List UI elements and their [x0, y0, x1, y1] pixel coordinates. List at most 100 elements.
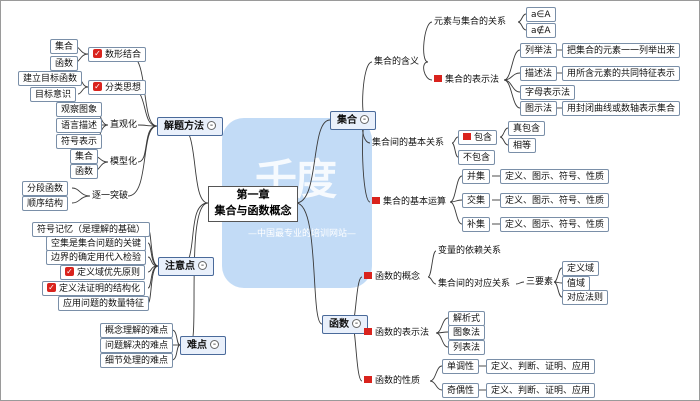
diagram-desc-node: 用封闭曲线或数轴表示集合: [562, 101, 681, 116]
shape-func-node: 函数: [50, 56, 79, 71]
lang-node: 语言描述: [56, 118, 103, 133]
attention-node: 注意点–: [158, 257, 214, 276]
checkmark-icon: ✓: [65, 267, 74, 276]
piecewise-node: 分段函数: [22, 181, 69, 196]
diagram-repr-node: 图示法: [520, 101, 558, 116]
flag-icon: [364, 272, 372, 279]
order-node: 顺序结构: [22, 196, 69, 211]
enum-desc-node: 把集合的元素一一列举出来: [562, 43, 681, 58]
props-label: 函数的性质: [375, 376, 421, 386]
central-topic: 第一章 集合与函数概念: [208, 186, 298, 222]
attention-item-4: ✓定义域优先原则: [60, 265, 146, 280]
parity-node: 奇偶性: [442, 383, 480, 398]
complement-desc-node: 定义、图示、符号、性质: [500, 217, 610, 232]
contain-node: 包含: [458, 130, 498, 145]
central-line-chapter: 第一章: [236, 188, 270, 201]
method-label: 解题方法: [164, 121, 204, 132]
collapse-toggle-icon[interactable]: –: [210, 339, 219, 349]
classify-node: ✓分类思想: [88, 80, 147, 95]
observe-node: 观察图象: [56, 102, 103, 117]
symbol-node: 符号表示: [56, 134, 103, 149]
difficulty-item-3: 细节处理的难点: [100, 353, 174, 368]
model-node: 模型化: [110, 157, 138, 167]
model-func-node: 函数: [70, 164, 99, 179]
difficulty-item-1: 概念理解的难点: [100, 323, 174, 338]
attention-label: 注意点: [165, 261, 195, 272]
basic-relation-node: 集合间的基本关系: [372, 138, 445, 148]
letter-node: 字母表示法: [520, 85, 576, 100]
props-node: 函数的性质: [362, 374, 422, 389]
flag-icon: [463, 133, 471, 140]
describe-desc-node: 用所含元素的共同特征表示: [562, 66, 681, 81]
attention-item-2: 空集是集合问题的关键: [46, 236, 147, 251]
union-node: 并集: [462, 169, 491, 184]
enum-node: 列举法: [520, 43, 558, 58]
equal-node: 相等: [508, 138, 537, 153]
attention-item-3: 边界的确定用代入检验: [46, 250, 147, 265]
concept-label: 函数的概念: [375, 272, 421, 282]
domain-node: 定义域: [562, 261, 600, 276]
collapse-toggle-icon[interactable]: –: [198, 260, 207, 270]
describe-node: 描述法: [520, 66, 558, 81]
proper-node: 真包含: [508, 121, 546, 136]
parity-desc-node: 定义、判断、证明、应用: [486, 383, 596, 398]
correspondence-node: 集合间的对应关系: [438, 279, 511, 289]
sets-label: 集合: [337, 115, 357, 126]
operation-label: 集合的基本运算: [383, 197, 447, 207]
sets-node: 集合–: [330, 111, 376, 130]
three-elements-node: 三要素: [526, 277, 554, 287]
collapse-toggle-icon[interactable]: –: [352, 318, 361, 328]
attention-item-5: ✓定义法证明的结构化: [42, 281, 146, 296]
union-desc-node: 定义、图示、符号、性质: [500, 169, 610, 184]
dependency-node: 变量的依赖关系: [438, 246, 502, 256]
difficulty-label: 难点: [187, 340, 207, 351]
shape-set-node: 集合: [50, 39, 79, 54]
collapse-toggle-icon[interactable]: –: [360, 114, 369, 124]
table-node: 列表法: [448, 340, 486, 355]
concept-node: 函数的概念: [362, 270, 422, 285]
watermark-slogan: —中国最专业的培训网站—: [247, 229, 356, 239]
intersection-node: 交集: [462, 193, 491, 208]
target-meaning-node: 目标意识: [30, 87, 77, 102]
func-repr-node: 函数的表示法: [362, 326, 431, 341]
checkmark-icon: ✓: [93, 82, 102, 91]
central-line-title: 集合与函数概念: [214, 204, 292, 217]
analytic-node: 解析式: [448, 311, 486, 326]
difficulty-item-2: 问题解决的难点: [100, 338, 174, 353]
range-node: 值域: [562, 276, 591, 291]
build-target-node: 建立目标函数: [18, 71, 83, 86]
rule-node: 对应法则: [562, 290, 609, 305]
flag-icon: [372, 197, 380, 204]
representation-node: 集合的表示法: [432, 73, 501, 88]
flag-icon: [364, 328, 372, 335]
functions-label: 函数: [329, 319, 349, 330]
a-notin-node: a∉A: [526, 23, 556, 38]
classify-label: 分类思想: [105, 83, 142, 93]
a-in-node: a∈A: [526, 7, 556, 22]
monotonic-desc-node: 定义、判断、证明、应用: [486, 359, 596, 374]
graph-node: 图象法: [448, 325, 486, 340]
model-set-node: 集合: [70, 149, 99, 164]
visualize-node: 直观化: [110, 120, 138, 130]
operation-node: 集合的基本运算: [370, 195, 448, 210]
intersection-desc-node: 定义、图示、符号、性质: [500, 193, 610, 208]
relation-elem-node: 元素与集合的关系: [434, 17, 507, 27]
attention-item-1: 符号记忆（是理解的基础）: [32, 222, 151, 237]
meaning-node: 集合的含义: [374, 57, 420, 67]
monotonic-node: 单调性: [442, 359, 480, 374]
shape-number-node: ✓数形结合: [88, 47, 147, 62]
attention-item-4-label: 定义域优先原则: [77, 268, 141, 278]
checkmark-icon: ✓: [93, 49, 102, 58]
attention-item-6: 应用问题的数量特征: [58, 296, 150, 311]
flag-icon: [364, 376, 372, 383]
difficulty-node: 难点–: [180, 336, 226, 355]
complement-node: 补集: [462, 217, 491, 232]
collapse-toggle-icon[interactable]: –: [207, 120, 216, 130]
shape-number-label: 数形结合: [105, 50, 142, 60]
representation-label: 集合的表示法: [445, 75, 500, 85]
func-repr-label: 函数的表示法: [375, 328, 430, 338]
method-node: 解题方法–: [157, 117, 223, 136]
checkmark-icon: ✓: [47, 283, 56, 292]
attention-item-5-label: 定义法证明的结构化: [59, 284, 141, 294]
breakthrough-node: 逐一突破: [92, 191, 129, 201]
